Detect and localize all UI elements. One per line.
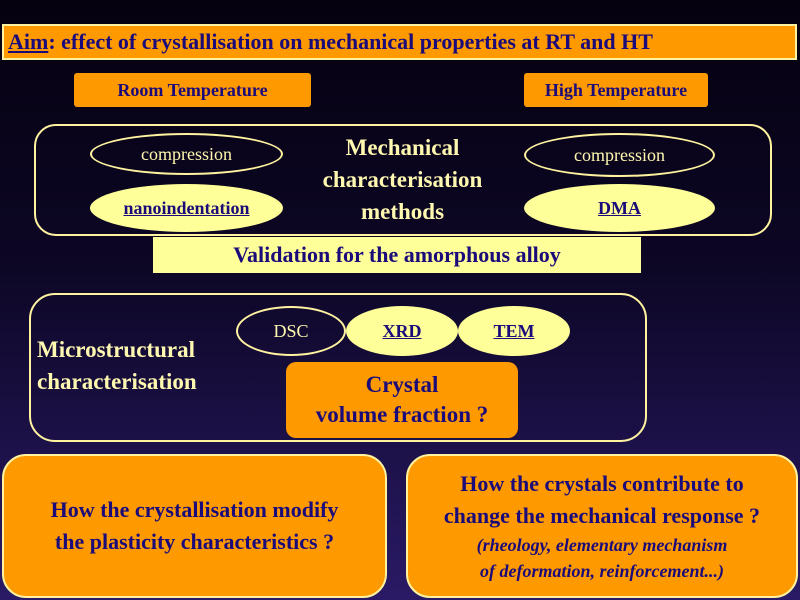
aim-label: Aim <box>8 29 49 54</box>
rt-compression-ellipse: compression <box>90 133 283 175</box>
microstructural-title: Microstructural characterisation <box>37 337 197 394</box>
high-temperature-label: High Temperature <box>524 73 708 107</box>
room-temperature-label: Room Temperature <box>74 73 311 107</box>
dsc-ellipse: DSC <box>236 306 346 356</box>
xrd-ellipse: XRD <box>346 306 458 356</box>
microstructural-characterisation-box <box>29 293 647 442</box>
aim-text: : effect of crystallisation on mechanica… <box>48 29 653 54</box>
mechanical-response-question-box: How the crystals contribute to change th… <box>406 454 798 598</box>
tem-ellipse: TEM <box>458 306 570 356</box>
validation-label: Validation for the amorphous alloy <box>153 237 641 273</box>
mechanical-characterisation-box <box>34 124 772 236</box>
dma-ellipse: DMA <box>524 184 715 232</box>
mechanical-methods-title: Mechanical characterisation methods <box>322 135 483 224</box>
nanoindentation-ellipse: nanoindentation <box>90 184 283 232</box>
ht-compression-ellipse: compression <box>524 133 715 177</box>
crystal-volume-fraction-box: Crystal volume fraction ? <box>286 362 518 438</box>
aim-banner: Aim: effect of crystallisation on mechan… <box>2 24 797 60</box>
plasticity-question-box: How the crystallisation modify the plast… <box>2 454 387 598</box>
